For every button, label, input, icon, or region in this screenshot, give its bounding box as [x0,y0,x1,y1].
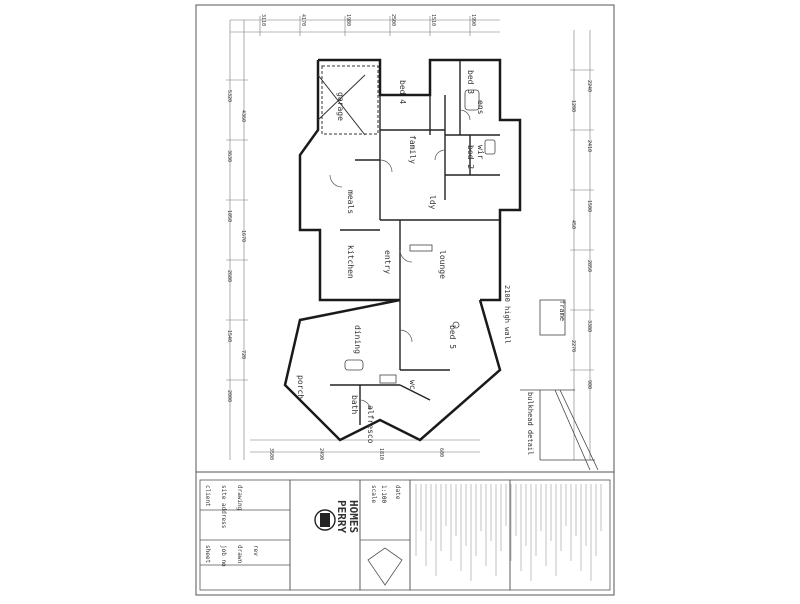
dimension-lines [226,16,594,460]
fixtures [344,89,496,384]
title-block-frame [199,479,611,591]
specification-notes [415,484,602,581]
perry-homes-logo [314,509,336,531]
garage-outline [317,65,379,136]
sheet-border [195,4,615,596]
interior-walls [330,60,500,425]
section-detail [520,299,599,471]
door-swings [329,109,471,411]
exterior-walls [283,58,522,442]
